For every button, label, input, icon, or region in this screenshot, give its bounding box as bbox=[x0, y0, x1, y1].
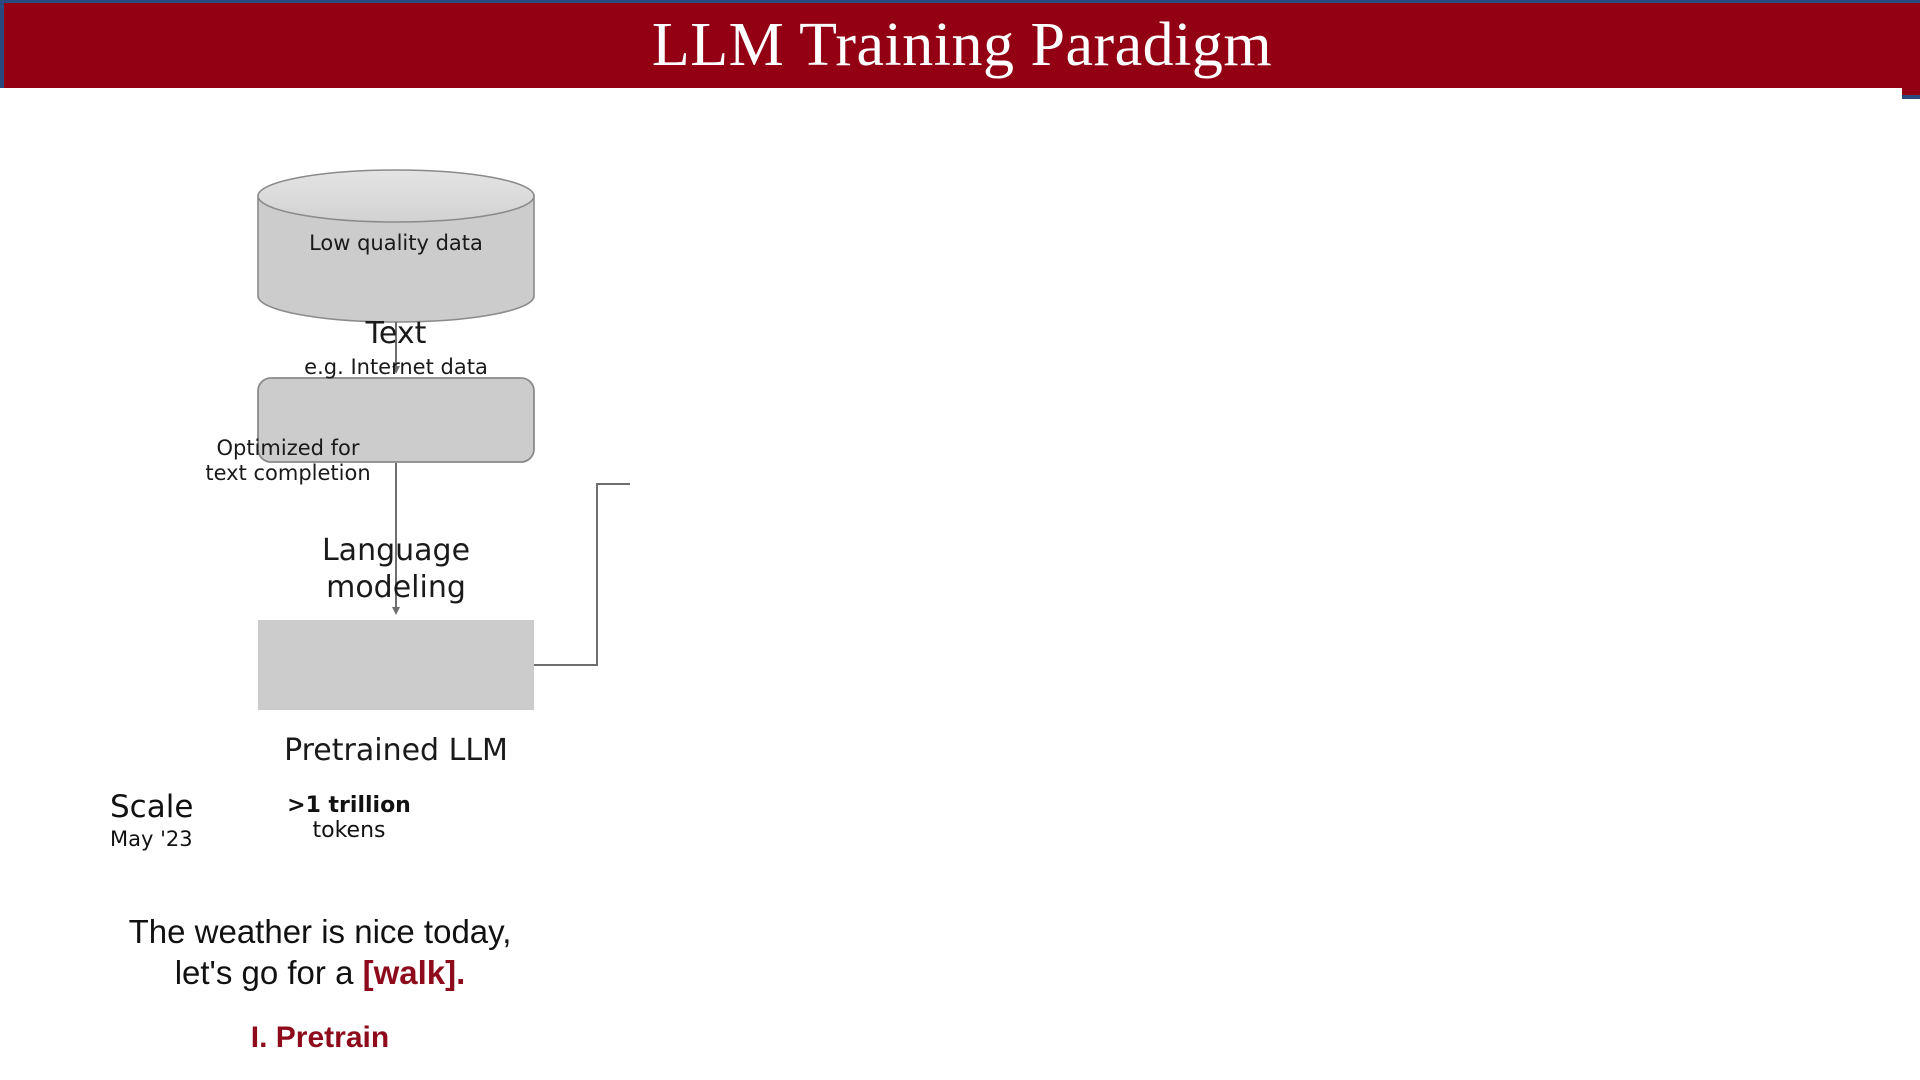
training-paradigm-diagram: Low quality data Text e.g. Internet data… bbox=[0, 88, 1920, 1080]
output-node-shape bbox=[258, 620, 534, 710]
title-banner: LLM Training Paradigm bbox=[0, 0, 1920, 88]
process-node-label: Language modeling bbox=[321, 533, 471, 605]
tokens-block: >1 trillion tokens bbox=[258, 793, 440, 844]
page-title: LLM Training Paradigm bbox=[651, 10, 1273, 79]
scale-block: Scale May '23 bbox=[110, 790, 270, 851]
scale-date: May '23 bbox=[110, 827, 193, 852]
tokens-unit: tokens bbox=[312, 818, 386, 844]
data-source-subtitle: e.g. Internet data bbox=[304, 355, 488, 379]
data-source-title: Text bbox=[365, 316, 427, 351]
scale-label: Scale bbox=[110, 789, 194, 825]
process-node-shape bbox=[257, 377, 535, 463]
output-elbow-connector bbox=[534, 483, 630, 666]
data-source-cylinder bbox=[257, 169, 535, 323]
example-line-1: The weather is nice today, bbox=[128, 913, 512, 950]
banner-right-tab bbox=[1902, 88, 1920, 95]
example-line-2-prefix: let's go for a bbox=[174, 953, 363, 991]
banner-accent-underline bbox=[1902, 95, 1920, 99]
section-caption: I. Pretrain bbox=[250, 1021, 390, 1054]
output-node-label: Pretrained LLM bbox=[284, 733, 508, 768]
example-highlight-token: [walk]. bbox=[362, 953, 466, 991]
data-source-caption: Low quality data bbox=[309, 231, 483, 255]
example-text: The weather is nice today, let's go for … bbox=[95, 912, 545, 994]
tokens-amount: >1 trillion bbox=[287, 793, 411, 818]
arrow-label-optimized-for-text-completion: Optimized for text completion bbox=[205, 436, 371, 485]
diagram-canvas bbox=[257, 169, 630, 710]
